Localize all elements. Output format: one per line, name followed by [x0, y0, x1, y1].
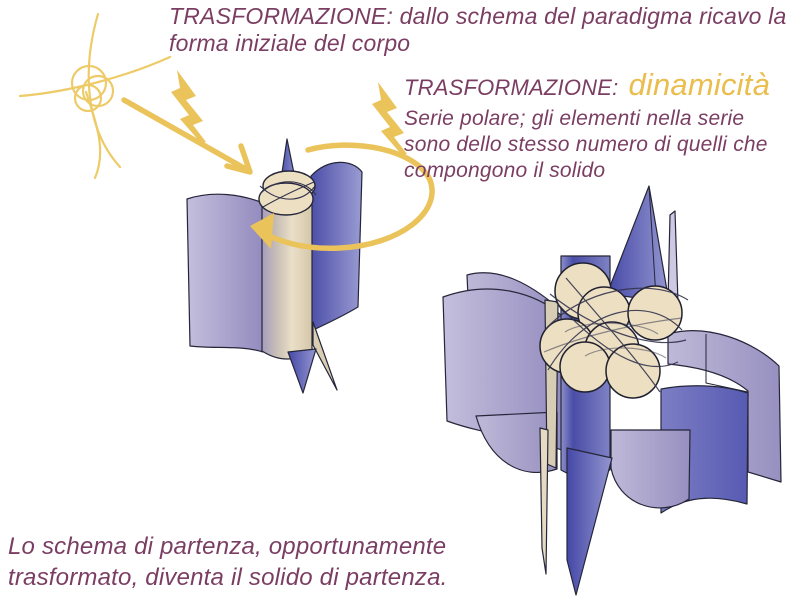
transformed-solid [442, 185, 782, 596]
cluster-arc [565, 277, 661, 393]
top-fin [606, 185, 670, 303]
sheet-right-upper [667, 330, 782, 483]
annotation-top-line: forma iniziale del corpo [169, 30, 411, 56]
lightning-icon [372, 82, 407, 155]
bottom-wedge [312, 321, 338, 391]
annotation-dynamic-heading: TRASFORMAZIONE: dinamicità [404, 67, 770, 103]
caption-bottom: Lo schema di partenza, opportunamente tr… [8, 531, 448, 593]
schema-circle [605, 343, 661, 399]
top-arc [259, 185, 316, 200]
top-fin-edge [648, 185, 657, 299]
left-bottom-round [475, 411, 558, 473]
left-sheet [186, 193, 264, 353]
cluster-arc [543, 317, 683, 353]
cluster-arc [564, 322, 659, 335]
sketch-circle [73, 83, 103, 113]
cluster-arcs [543, 277, 689, 393]
sketch-arc-horizontal [18, 55, 172, 98]
bottom-sliver [539, 427, 549, 575]
bottom-fin [287, 348, 317, 394]
bottom-round [610, 429, 691, 509]
initial-solid [186, 138, 363, 394]
annotation-dynamic-desc-line: sono dello stesso numero di quelli che [404, 133, 768, 156]
lightning-icon [171, 70, 206, 143]
bottom-fin [566, 447, 613, 596]
annotation-top: TRASFORMAZIONE: dallo schema del paradig… [169, 3, 787, 57]
caption-bottom-line: trasformato, diventa il solido di parten… [8, 564, 448, 591]
cluster-arc [549, 293, 687, 344]
rotation-arrow-head [250, 213, 274, 249]
sketch-circle [70, 64, 108, 102]
annotation-dynamic-highlight: dinamicità [628, 67, 771, 102]
top-spike [667, 210, 679, 304]
arrow-icon [121, 97, 253, 175]
rotation-arrow-icon [250, 142, 435, 252]
cylinder-top-arcs [259, 181, 317, 208]
cluster-arc [584, 347, 667, 359]
rotation-arc [256, 142, 435, 252]
cluster-arc [555, 301, 679, 367]
annotation-dynamic-label: TRASFORMAZIONE: [404, 75, 619, 100]
annotation-dynamic-desc-line: Serie polare; gli elementi nella serie [404, 107, 745, 130]
cluster-arc [544, 287, 689, 331]
sketch-arc-vertical [87, 12, 122, 169]
annotation-top-line: TRASFORMAZIONE: dallo schema del paradig… [169, 3, 787, 29]
paradigm-sketch-icon [18, 12, 172, 180]
arrow-head [224, 143, 253, 175]
caption-bottom-line: Lo schema di partenza, opportunamente [8, 533, 447, 560]
annotation-dynamic-desc-line: compongono il solido [404, 159, 606, 182]
top-arc [262, 181, 315, 208]
annotation-dynamic: TRASFORMAZIONE: dinamicità Serie polare;… [404, 67, 770, 184]
annotation-dynamic-description: Serie polare; gli elementi nella serie s… [404, 106, 770, 184]
arrow-shaft [121, 97, 247, 171]
